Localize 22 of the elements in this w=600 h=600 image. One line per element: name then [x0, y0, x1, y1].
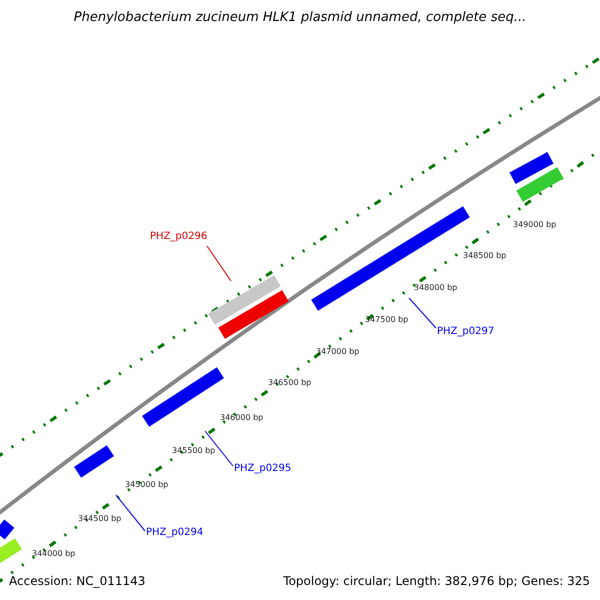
- accession-text: Accession: NC_011143: [9, 574, 146, 588]
- position-label: 347500 bp: [365, 315, 408, 324]
- gene-label: PHZ_p0296: [150, 231, 208, 242]
- position-label: 344000 bp: [32, 549, 76, 558]
- position-label: 344500 bp: [78, 514, 122, 523]
- leader-line: [408, 298, 436, 328]
- leader-line: [116, 494, 146, 532]
- map-title: Phenylobacterium zucineum HLK1 plasmid unnamed, complete seq...: [72, 10, 528, 25]
- summary-text: Topology: circular; Length: 382,976 bp; Genes: 325: [283, 574, 590, 588]
- position-label: 348500 bp: [463, 251, 506, 260]
- position-label: 345000 bp: [125, 480, 168, 489]
- leader-line: [204, 430, 234, 466]
- gene-label: PHZ_p0295: [234, 463, 292, 474]
- position-label: 345500 bp: [172, 446, 216, 455]
- gene-label: PHZ_p0294: [146, 527, 204, 538]
- position-label: 348000 bp: [414, 283, 458, 292]
- position-label: 346000 bp: [220, 413, 264, 422]
- position-label: 347000 bp: [316, 347, 360, 356]
- gene-label: PHZ_p0297: [437, 326, 494, 337]
- position-label: 349000 bp: [513, 220, 556, 229]
- position-label: 346500 bp: [268, 378, 312, 387]
- leader-line: [206, 246, 232, 282]
